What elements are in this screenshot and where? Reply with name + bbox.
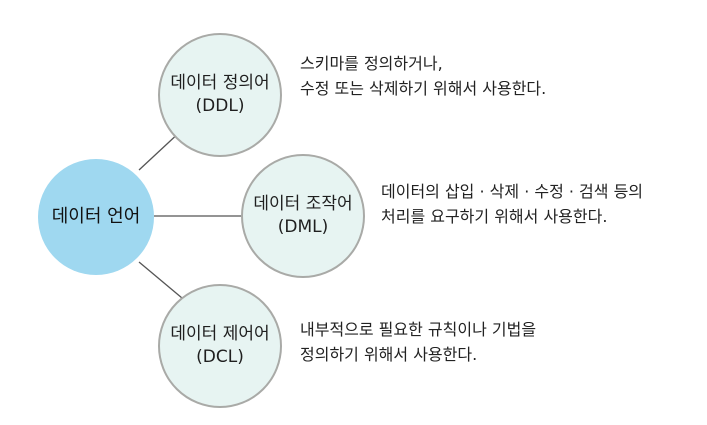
root-node-data-language: 데이터 언어: [38, 159, 154, 275]
node-ddl-abbr: (DDL): [195, 96, 245, 116]
root-node-label: 데이터 언어: [51, 205, 141, 227]
node-dml: 데이터 조작어 (DML): [241, 154, 365, 278]
description-dcl-line-2: 정의하기 위해서 사용한다.: [300, 344, 478, 364]
node-ddl: 데이터 정의어 (DDL): [158, 33, 282, 157]
description-dml: 데이터의 삽입 · 삭제 · 수정 · 검색 등의 처리를 요구하기 위해서 사…: [381, 180, 643, 230]
node-dcl-title: 데이터 제어어: [170, 324, 270, 345]
description-ddl: 스키마를 정의하거나, 수정 또는 삭제하기 위해서 사용한다.: [300, 52, 546, 102]
description-ddl-line-1: 스키마를 정의하거나,: [300, 54, 443, 73]
description-dml-line-1: 데이터의 삽입 · 삭제 · 수정 · 검색 등의: [381, 182, 644, 201]
description-ddl-line-2: 수정 또는 삭제하기 위해서 사용한다.: [300, 78, 547, 98]
node-dcl: 데이터 제어어 (DCL): [158, 284, 282, 408]
node-dml-abbr: (DML): [277, 217, 329, 237]
node-dcl-abbr: (DCL): [196, 347, 244, 367]
description-dcl-line-1: 내부적으로 필요한 규칙이나 기법을: [300, 320, 537, 339]
node-ddl-title: 데이터 정의어: [170, 73, 270, 94]
description-dml-line-2: 처리를 요구하기 위해서 사용한다.: [381, 206, 608, 226]
description-dcl: 내부적으로 필요한 규칙이나 기법을 정의하기 위해서 사용한다.: [300, 318, 536, 368]
connector-root-dcl: [138, 261, 183, 299]
node-dml-title: 데이터 조작어: [253, 194, 353, 215]
